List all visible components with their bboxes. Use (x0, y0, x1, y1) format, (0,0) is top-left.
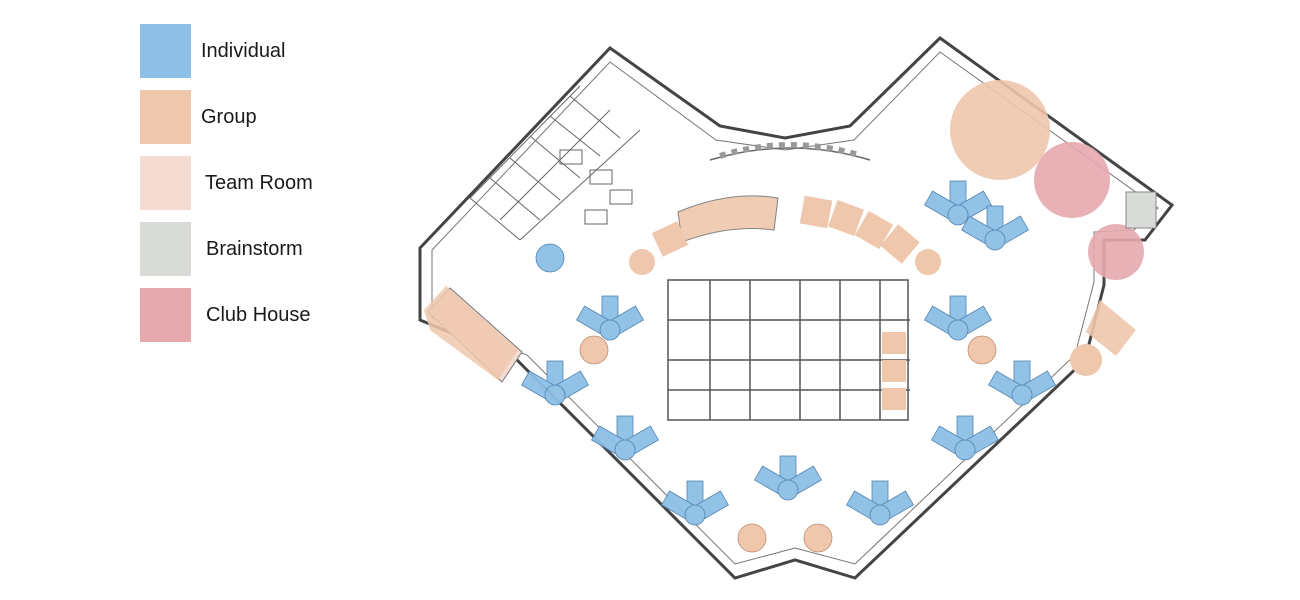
pod-6 (754, 455, 822, 501)
legend: Individual Group Team Room Brainstorm Cl… (0, 0, 400, 600)
pod-2 (576, 295, 644, 341)
legend-item-group: Group (140, 90, 257, 144)
legend-swatch-club-house (140, 288, 191, 342)
team-room-ne (950, 80, 1050, 180)
pod-7 (846, 480, 914, 526)
legend-item-individual: Individual (140, 24, 286, 78)
floor-plan (418, 36, 1175, 580)
group-room-west (424, 286, 518, 380)
north-group-rooms (651, 195, 920, 264)
north-planters (719, 142, 863, 159)
building-outline (418, 36, 1175, 580)
building-core (667, 279, 910, 421)
pod-1 (535, 243, 565, 273)
nw-offices (469, 85, 641, 241)
pod-9 (988, 360, 1056, 406)
legend-swatch-brainstorm (140, 222, 191, 276)
legend-label-team-room: Team Room (205, 171, 313, 194)
club-house-ne-1 (1034, 142, 1110, 218)
core-group-rooms (882, 332, 906, 410)
pod-4 (591, 415, 659, 461)
group-room-east (1086, 300, 1136, 356)
pod-12 (961, 205, 1029, 251)
legend-item-brainstorm: Brainstorm (140, 222, 303, 276)
legend-item-club-house: Club House (140, 288, 311, 342)
building-inner-wall (431, 51, 1159, 565)
pod-10 (924, 295, 992, 341)
individual-pods (521, 180, 1056, 526)
club-house-ne-2 (1088, 224, 1144, 280)
pod-8 (931, 415, 999, 461)
legend-swatch-individual (140, 24, 191, 78)
legend-swatch-group (140, 90, 191, 144)
group-tables (579, 335, 997, 553)
legend-label-individual: Individual (201, 39, 286, 62)
group-table-ne (915, 249, 941, 275)
pod-11 (924, 180, 992, 226)
legend-label-brainstorm: Brainstorm (206, 237, 303, 260)
conference-room-north (677, 195, 779, 243)
brainstorm-room (1125, 191, 1157, 229)
group-table-nw (629, 249, 655, 275)
legend-item-team-room: Team Room (140, 156, 313, 210)
legend-label-club-house: Club House (206, 303, 311, 326)
pod-5 (661, 480, 729, 526)
legend-label-group: Group (201, 105, 257, 128)
legend-swatch-team-room (140, 156, 191, 210)
group-table-east (1070, 344, 1102, 376)
pod-3 (521, 360, 589, 406)
